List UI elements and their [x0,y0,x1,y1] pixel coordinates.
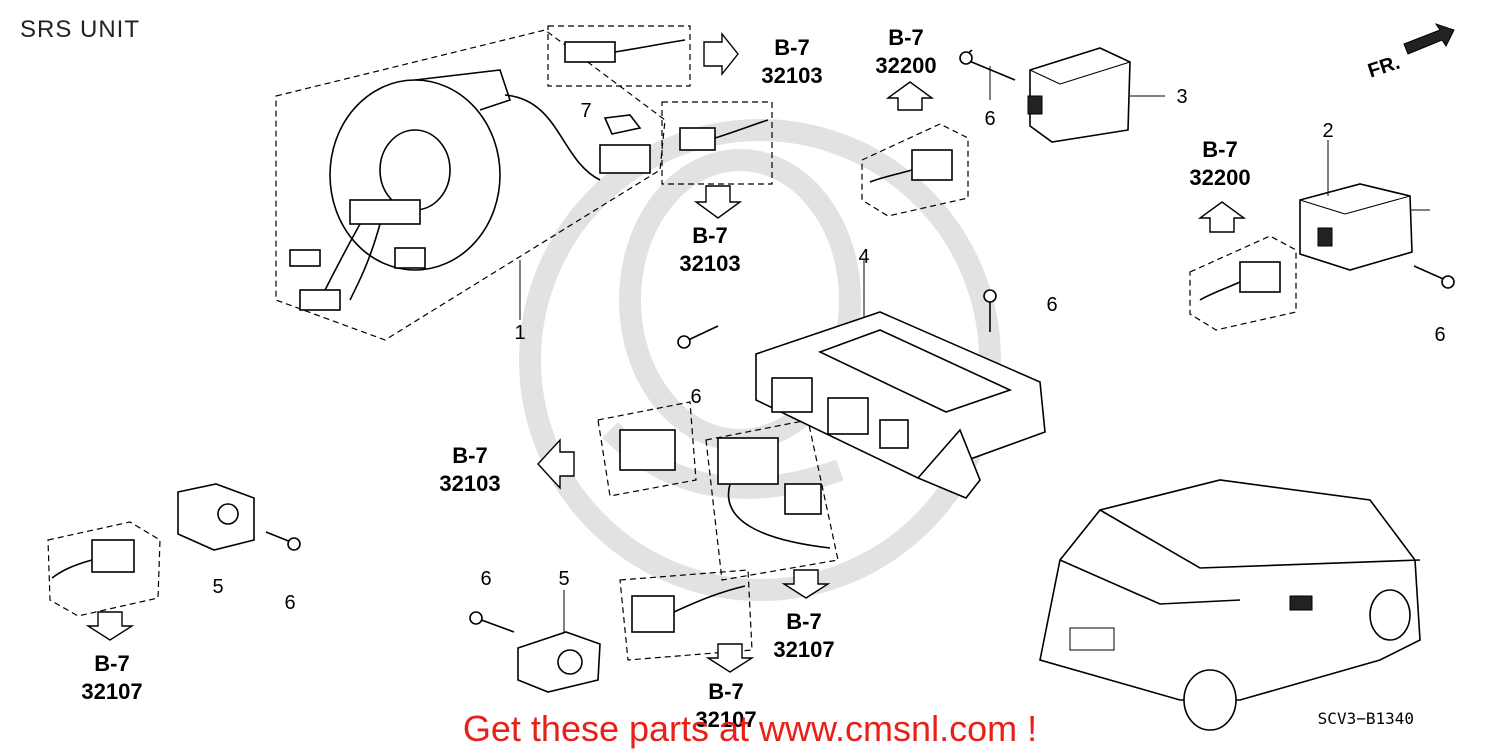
reference-arrows [85,32,1247,673]
connector-insets [47,25,1297,661]
harness-clip [603,114,642,135]
ref-page: B-7 [774,35,810,60]
mounting-bolts [265,49,1455,633]
ref-label: B-7 32103 [430,442,510,498]
ref-label: B-7 32103 [670,222,750,278]
ref-page: B-7 [786,609,822,634]
callout-part-4: 4 [858,246,870,268]
ref-part: 32200 [1189,165,1251,190]
ref-label: B-7 32107 [764,608,844,664]
side-impact-sensor-3 [1027,47,1165,143]
ref-label: B-7 32103 [752,34,832,90]
ref-part: 32107 [695,707,757,732]
callout-part-2: 2 [1322,120,1334,142]
ref-page: B-7 [94,651,130,676]
callout-part-6: 6 [284,592,296,614]
diagram-code: SCV3−B1340 [1317,709,1414,728]
side-impact-sensor-2 [1299,140,1413,271]
ref-label: B-7 32107 [686,678,766,734]
ref-part: 32107 [81,679,143,704]
ref-page: B-7 [692,223,728,248]
ref-page: B-7 [888,25,924,50]
leader-lines [989,66,1430,211]
page-title: SRS UNIT [20,16,141,43]
callout-part-6: 6 [1434,324,1446,346]
callout-part-6: 6 [480,568,492,590]
ref-page: B-7 [708,679,744,704]
callout-part-1: 1 [514,322,526,344]
ref-page: B-7 [1202,137,1238,162]
callout-part-7: 7 [580,100,592,122]
impact-sensor-left [177,483,255,551]
front-direction-arrow [1403,23,1455,55]
ref-part: 32107 [773,637,835,662]
ref-part: 32103 [439,471,501,496]
callout-part-6: 6 [1046,294,1058,316]
ref-part: 32103 [761,63,823,88]
ref-label: B-7 32107 [72,650,152,706]
clock-spring-assembly [275,29,666,341]
callout-part-5: 5 [558,568,570,590]
ref-part: 32103 [679,251,741,276]
ref-label: B-7 32200 [866,24,946,80]
callout-part-6: 6 [984,108,996,130]
impact-sensor-center [517,590,601,693]
vehicle-location-illustration [1039,479,1421,731]
callout-part-6: 6 [690,386,702,408]
ref-part: 32200 [875,53,937,78]
ref-label: B-7 32200 [1180,136,1260,192]
callout-part-5: 5 [212,576,224,598]
ref-page: B-7 [452,443,488,468]
promo-link-text[interactable]: Get these parts at www.cmsnl.com ! [462,708,1038,749]
callout-part-3: 3 [1176,86,1188,108]
srs-control-unit [755,260,1046,499]
